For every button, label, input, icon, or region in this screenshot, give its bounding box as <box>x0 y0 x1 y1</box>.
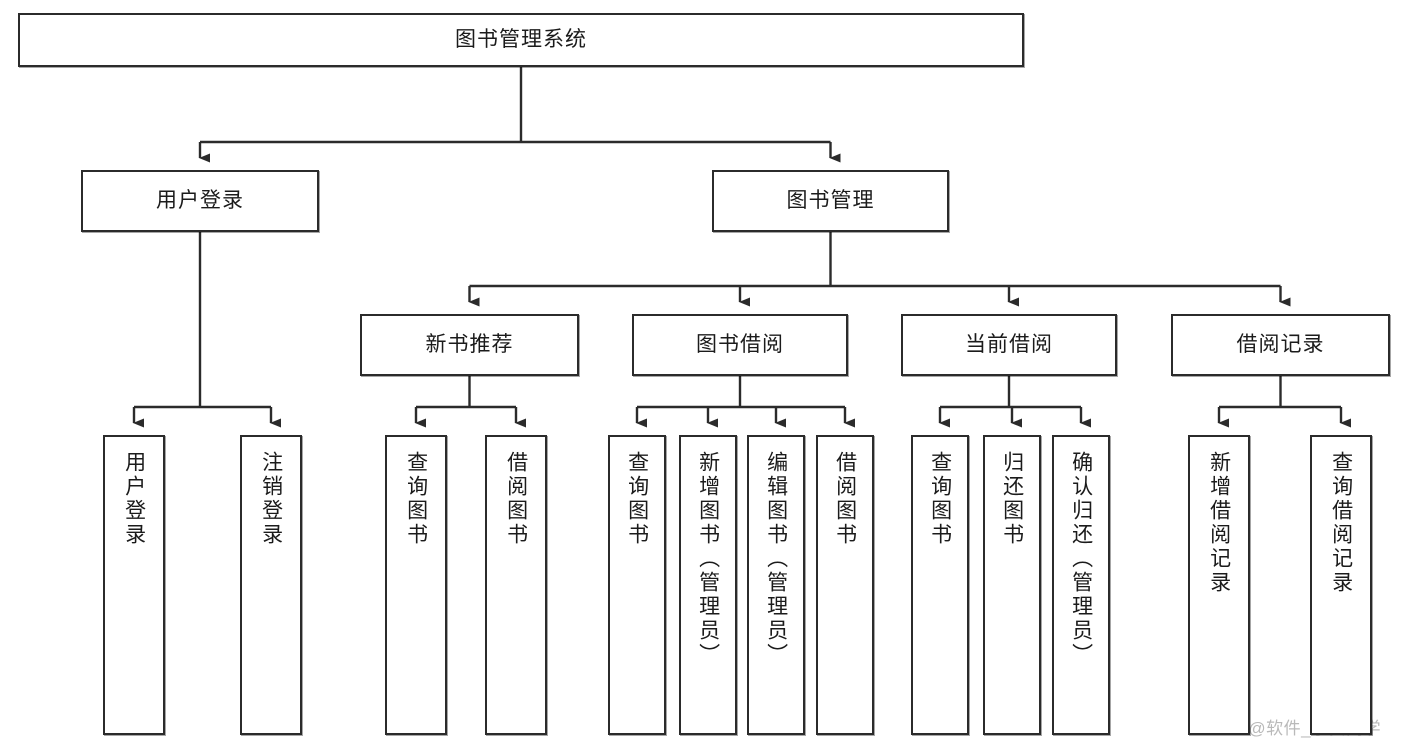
node-label: 查询借阅记录 <box>1329 451 1353 595</box>
node-leaf-user-login[interactable]: 用户登录 <box>103 435 165 735</box>
node-label: 用户登录 <box>156 188 244 212</box>
node-label: 新增借阅记录 <box>1207 451 1231 595</box>
node-label: 图书借阅 <box>696 332 784 356</box>
node-leaf-rec-query[interactable]: 查询图书 <box>385 435 447 735</box>
node-label: 借阅图书 <box>833 451 857 547</box>
node-label: 确认归还（管理员） <box>1069 451 1093 667</box>
node-label: 注销登录 <box>259 451 283 547</box>
node-leaf-bb-edit[interactable]: 编辑图书（管理员） <box>747 435 805 735</box>
node-leaf-br-query[interactable]: 查询借阅记录 <box>1310 435 1372 735</box>
node-label: 图书管理 <box>786 188 875 212</box>
node-label: 当前借阅 <box>965 332 1053 356</box>
node-leaf-cb-confirm[interactable]: 确认归还（管理员） <box>1052 435 1110 735</box>
node-label: 借阅图书 <box>504 451 528 547</box>
node-root[interactable]: 图书管理系统 <box>18 13 1024 67</box>
node-new-book-rec[interactable]: 新书推荐 <box>360 314 579 376</box>
node-leaf-cb-return[interactable]: 归还图书 <box>983 435 1041 735</box>
node-leaf-br-add[interactable]: 新增借阅记录 <box>1188 435 1250 735</box>
node-leaf-user-logout[interactable]: 注销登录 <box>240 435 302 735</box>
node-borrow-record[interactable]: 借阅记录 <box>1171 314 1390 376</box>
node-book-borrow[interactable]: 图书借阅 <box>632 314 848 376</box>
node-current-borrow[interactable]: 当前借阅 <box>901 314 1117 376</box>
node-label: 归还图书 <box>1000 451 1024 547</box>
node-label: 借阅记录 <box>1236 332 1325 356</box>
node-label: 新书推荐 <box>425 332 514 356</box>
node-label: 编辑图书（管理员） <box>764 451 788 667</box>
node-label: 查询图书 <box>928 451 952 547</box>
node-label: 图书管理系统 <box>455 27 587 51</box>
node-leaf-bb-query[interactable]: 查询图书 <box>608 435 666 735</box>
node-label: 用户登录 <box>122 451 146 547</box>
node-leaf-bb-add[interactable]: 新增图书（管理员） <box>679 435 737 735</box>
node-leaf-rec-borrow[interactable]: 借阅图书 <box>485 435 547 735</box>
node-user-login[interactable]: 用户登录 <box>81 170 319 232</box>
node-label: 新增图书（管理员） <box>696 451 720 667</box>
node-label: 查询图书 <box>625 451 649 547</box>
node-leaf-bb-borrow[interactable]: 借阅图书 <box>816 435 874 735</box>
node-leaf-cb-query[interactable]: 查询图书 <box>911 435 969 735</box>
node-label: 查询图书 <box>404 451 428 547</box>
node-book-manage[interactable]: 图书管理 <box>712 170 949 232</box>
